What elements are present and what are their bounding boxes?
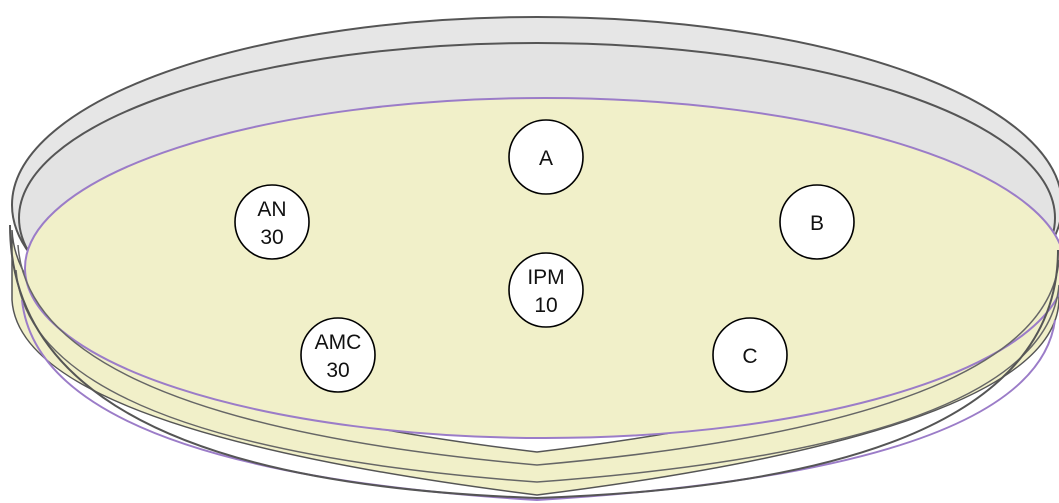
disk-AMC30-label-line1: AMC xyxy=(315,331,362,354)
disk-AN30-label-line2: 30 xyxy=(260,226,283,249)
disk-A-circle xyxy=(508,119,584,195)
rim-line-purple xyxy=(21,299,1056,502)
disk-IPM10: IPM 10 xyxy=(508,252,584,328)
disk-AN30-label-line1: AN xyxy=(257,198,286,221)
disk-A: A xyxy=(508,119,584,195)
disk-AN30: AN 30 xyxy=(234,184,310,260)
disk-AMC30-circle xyxy=(300,317,376,393)
disk-A-label: A xyxy=(539,147,553,170)
disk-IPM10-label-line1: IPM xyxy=(527,266,564,289)
disk-AN30-circle xyxy=(234,184,310,260)
disk-B: B xyxy=(779,184,855,260)
disk-AMC30-label-line2: 30 xyxy=(326,359,349,382)
disk-AMC30: AMC 30 xyxy=(300,317,376,393)
disk-B-label: B xyxy=(810,212,824,235)
petri-dish xyxy=(9,16,1059,502)
disk-C-circle xyxy=(712,317,788,393)
disk-C: C xyxy=(712,317,788,393)
disk-B-circle xyxy=(779,184,855,260)
disk-C-label: C xyxy=(742,345,757,368)
disk-IPM10-label-line2: 10 xyxy=(534,294,557,317)
rim-outer xyxy=(9,224,1059,500)
disk-IPM10-circle xyxy=(508,252,584,328)
rim-line-1 xyxy=(17,244,1059,466)
rim-line-2 xyxy=(15,269,1059,483)
